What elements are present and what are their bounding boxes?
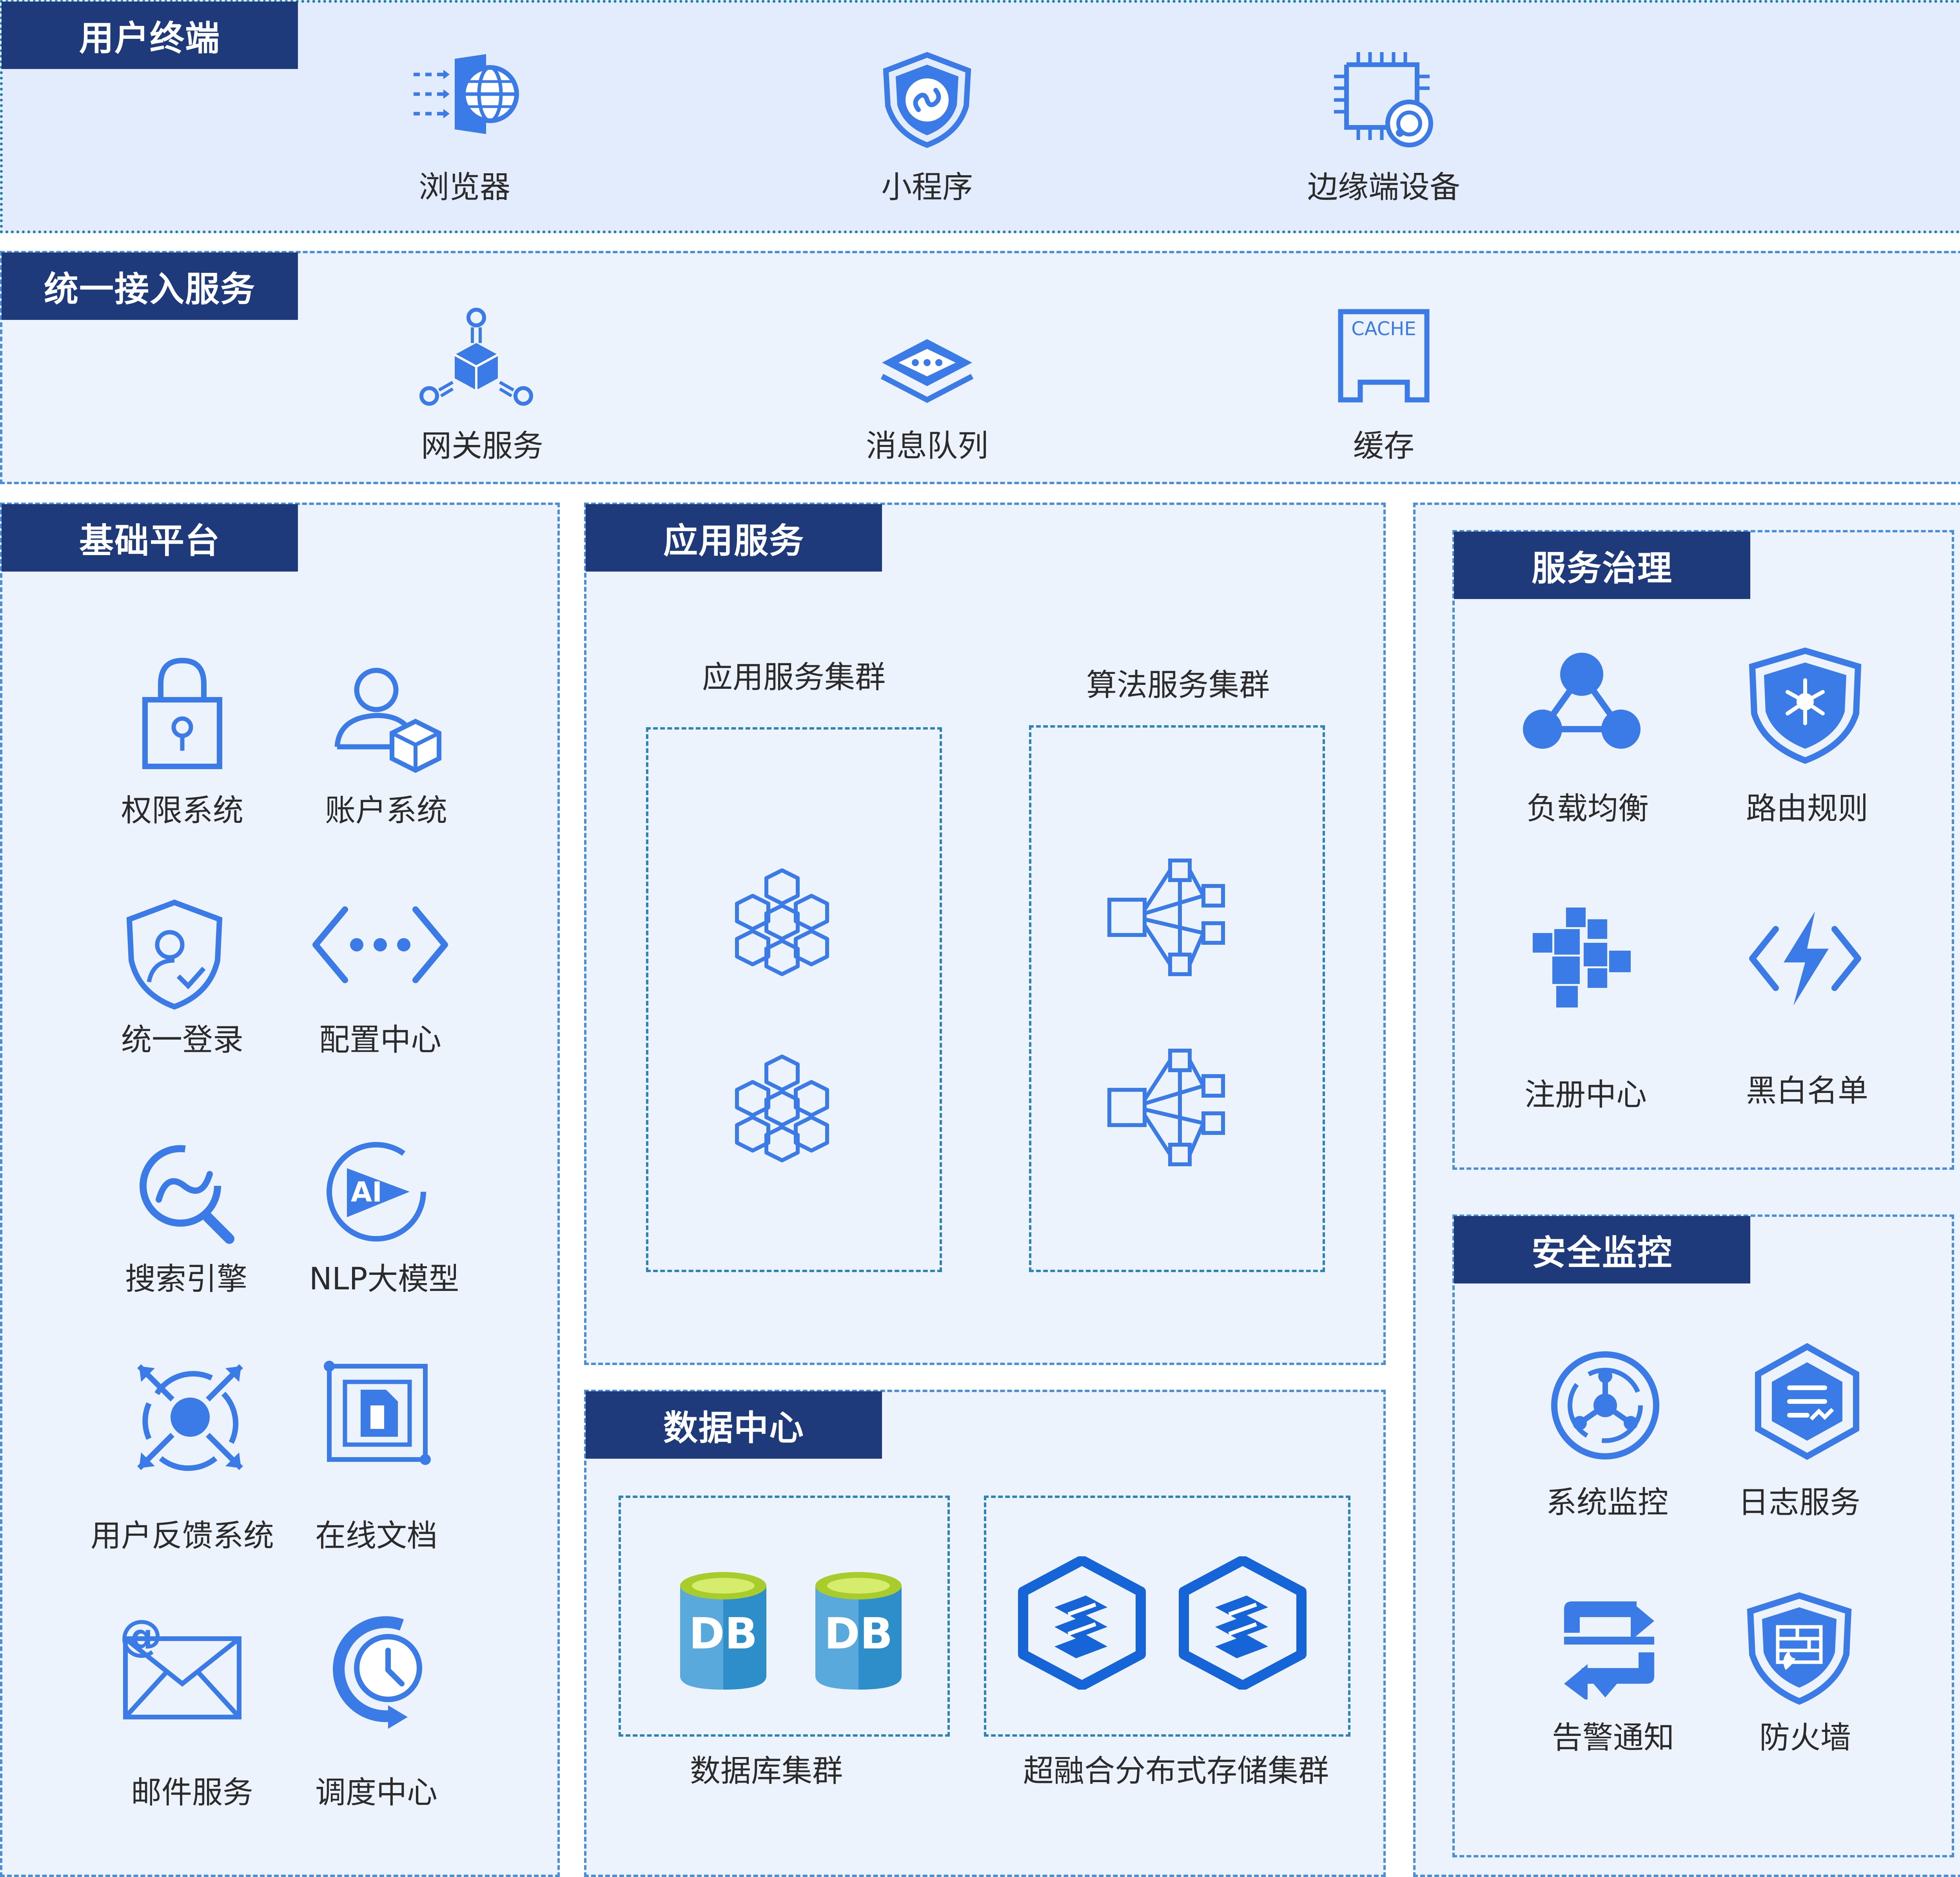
svg-text:AI: AI [351, 1176, 382, 1208]
edge-device-chip-icon[interactable] [1331, 49, 1437, 151]
message-queue-label: 消息队列 [866, 428, 989, 464]
hex-cluster-icon[interactable] [729, 864, 835, 978]
nlp-label: NLP大模型 [309, 1262, 459, 1297]
system-monitor-label: 系统监控 [1546, 1485, 1669, 1520]
sso-label: 统一登录 [121, 1022, 244, 1058]
access-header: 统一接入服务 [2, 252, 298, 320]
hyperconverged-storage-icon-2[interactable] [1178, 1556, 1307, 1690]
app-header: 应用服务 [586, 504, 882, 572]
algorithm-network-icon-2[interactable] [1105, 1045, 1231, 1170]
log-service-label: 日志服务 [1738, 1485, 1861, 1520]
feedback-arrows-icon[interactable] [133, 1360, 247, 1474]
database-cluster-box [619, 1496, 950, 1737]
app-panel [584, 503, 1386, 1365]
feedback-label: 用户反馈系统 [90, 1518, 274, 1554]
monitor-icon[interactable] [1548, 1349, 1662, 1462]
document-copy-icon[interactable] [321, 1358, 435, 1468]
online-doc-label: 在线文档 [315, 1518, 438, 1554]
firewall-label: 防火墙 [1759, 1720, 1851, 1755]
config-label: 配置中心 [319, 1022, 442, 1058]
scheduler-label: 调度中心 [315, 1775, 438, 1810]
access-panel [0, 251, 1960, 484]
ai-play-icon[interactable]: AI [321, 1137, 431, 1247]
database-icon[interactable]: DB [676, 1570, 770, 1694]
message-queue-icon[interactable] [878, 337, 976, 404]
clock-schedule-icon[interactable] [329, 1613, 439, 1731]
database-icon-2[interactable]: DB [811, 1570, 906, 1694]
hex-cluster-icon-2[interactable] [729, 1051, 835, 1164]
base-header: 基础平台 [2, 504, 298, 572]
cache-icon[interactable]: CACHE [1335, 306, 1433, 404]
app-cluster-label: 应用服务集群 [702, 660, 886, 695]
cache-label: 缓存 [1353, 428, 1415, 464]
blacklist-label: 黑白名单 [1746, 1073, 1869, 1109]
svg-text:DB: DB [689, 1608, 757, 1659]
edge-device-label: 边缘端设备 [1307, 170, 1461, 205]
route-shield-icon[interactable] [1748, 647, 1862, 764]
load-balance-label: 负载均衡 [1526, 791, 1649, 826]
terminal-header: 用户终端 [2, 2, 298, 69]
search-icon[interactable] [135, 1141, 237, 1247]
user-cube-icon[interactable] [331, 663, 445, 776]
algorithm-network-icon[interactable] [1105, 855, 1231, 980]
database-cluster-label: 数据库集群 [690, 1754, 843, 1789]
alert-notice-label: 告警通知 [1552, 1720, 1675, 1755]
governance-header: 服务治理 [1454, 532, 1750, 599]
hyperconverged-storage-icon[interactable] [1017, 1556, 1147, 1690]
gateway-label: 网关服务 [421, 428, 544, 464]
firewall-shield-icon[interactable] [1746, 1592, 1852, 1705]
svg-text:CACHE: CACHE [1351, 318, 1416, 340]
base-panel [0, 503, 560, 1877]
algorithm-cluster-label: 算法服务集群 [1086, 668, 1270, 703]
mail-label: 邮件服务 [131, 1775, 254, 1810]
load-balance-icon[interactable] [1523, 651, 1641, 753]
svg-text:DB: DB [824, 1608, 893, 1659]
mini-program-label: 小程序 [881, 170, 973, 205]
algorithm-cluster-box [1029, 725, 1325, 1272]
gateway-cube-icon[interactable] [417, 306, 535, 412]
route-rule-label: 路由规则 [1746, 791, 1869, 826]
blacklist-bolt-icon[interactable] [1746, 908, 1864, 1009]
registry-blocks-icon[interactable] [1529, 904, 1635, 1009]
app-cluster-box [646, 727, 942, 1272]
storage-cluster-label: 超融合分布式存储集群 [1023, 1754, 1329, 1789]
shield-user-check-icon[interactable] [123, 898, 225, 1011]
log-hexagon-icon[interactable] [1752, 1343, 1862, 1460]
mail-icon[interactable]: @ [120, 1613, 245, 1723]
governance-panel [1452, 530, 1954, 1170]
permission-label: 权限系统 [121, 793, 244, 828]
registry-label: 注册中心 [1524, 1077, 1647, 1113]
code-brackets-icon[interactable] [310, 902, 451, 988]
browser-globe-icon[interactable] [410, 51, 523, 137]
right-panel [1413, 503, 1960, 1877]
data-header: 数据中心 [586, 1391, 882, 1459]
browser-label: 浏览器 [418, 170, 511, 205]
search-engine-label: 搜索引擎 [125, 1262, 248, 1297]
alert-message-icon[interactable] [1558, 1597, 1660, 1699]
padlock-icon[interactable] [139, 655, 225, 772]
security-header: 安全监控 [1454, 1216, 1750, 1283]
terminal-panel [0, 0, 1960, 233]
mini-program-shield-icon[interactable] [880, 51, 974, 149]
storage-cluster-box [984, 1496, 1350, 1737]
security-panel [1452, 1214, 1954, 1857]
account-label: 账户系统 [325, 793, 448, 828]
